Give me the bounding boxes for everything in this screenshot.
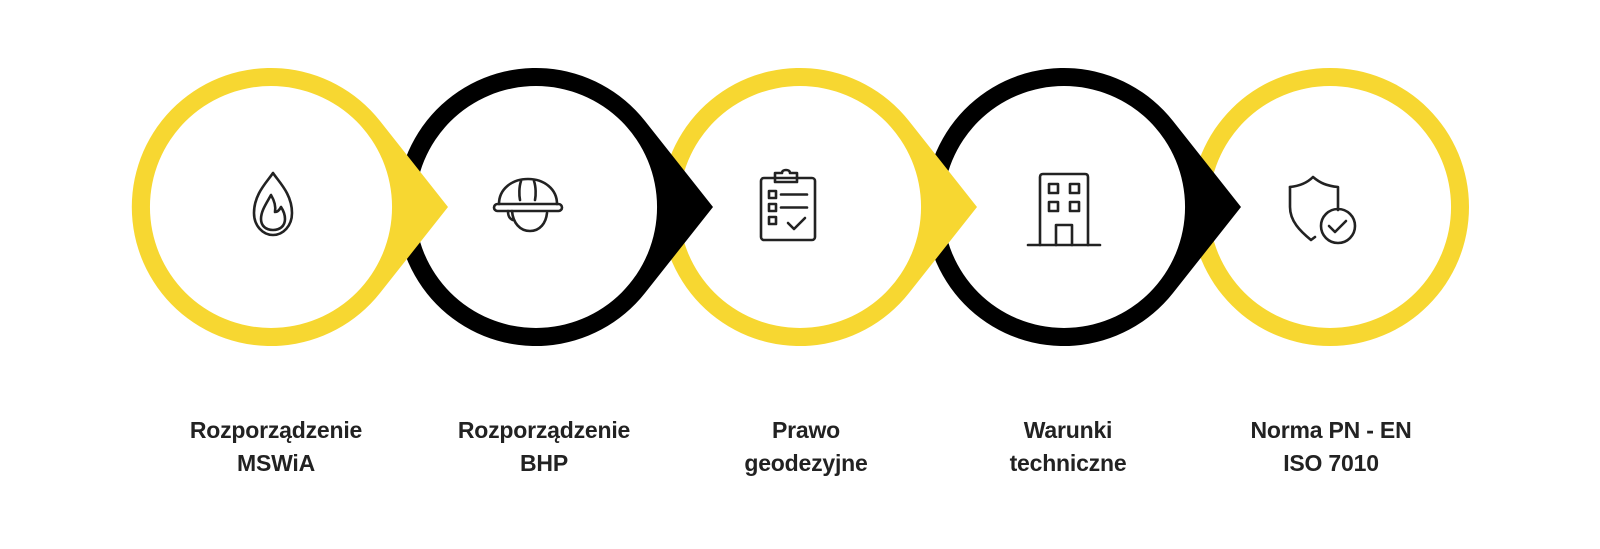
clipboard-checklist-icon [746, 167, 826, 247]
step-5-label-line1: Norma PN - EN [1250, 417, 1412, 443]
step-3-label-line2: geodezyjne [744, 450, 868, 476]
hard-hat-worker-icon [488, 167, 568, 247]
step-3-label-line1: Prawo [771, 417, 841, 443]
step-2-label: Rozporządzenie BHP [414, 414, 674, 480]
step-5-label: Norma PN - EN ISO 7010 [1201, 414, 1461, 480]
step-1-label: Rozporządzenie MSWiA [146, 414, 406, 480]
step-1-label-line1: Rozporządzenie [189, 417, 363, 443]
step-4-label-line2: techniczne [1009, 450, 1127, 476]
shield-check-icon [1282, 169, 1362, 249]
step-4-label-line1: Warunki [1023, 417, 1113, 443]
flame-icon [233, 170, 313, 250]
step-1-label-line2: MSWiA [236, 450, 315, 476]
step-4-label: Warunki techniczne [938, 414, 1198, 480]
building-icon [1024, 170, 1104, 250]
step-2-label-line1: Rozporządzenie [457, 417, 631, 443]
step-5-label-line2: ISO 7010 [1283, 450, 1379, 476]
step-3-label: Prawo geodezyjne [676, 414, 936, 480]
step-2-label-line2: BHP [520, 450, 568, 476]
